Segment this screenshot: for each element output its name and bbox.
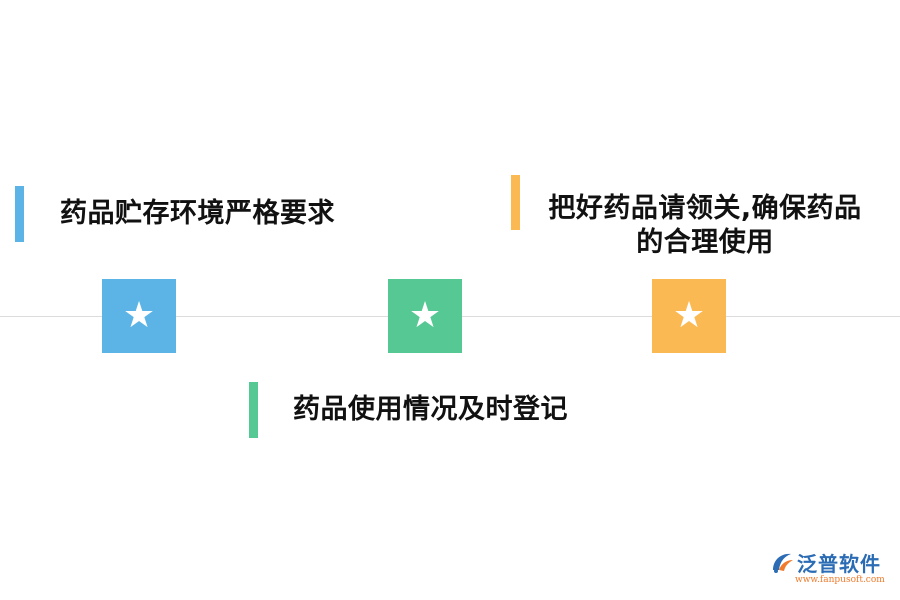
milestone-3-label: 把好药品请领关,确保药品 的合理使用 xyxy=(537,192,873,260)
milestone-1-tile: ★ xyxy=(102,279,176,353)
milestone-2-accent-bar xyxy=(249,382,258,438)
milestone-2-tile: ★ xyxy=(388,279,462,353)
milestone-3-label-line-1: 把好药品请领关,确保药品 xyxy=(548,193,862,224)
star-icon: ★ xyxy=(408,295,442,336)
milestone-2-label: 药品使用情况及时登记 xyxy=(293,394,568,425)
milestone-1-accent-bar xyxy=(15,186,24,242)
fanpusoft-logo: 泛普软件 www.fanpusoft.com xyxy=(765,546,890,590)
logo-mark-icon xyxy=(773,553,793,573)
logo-url-text: www.fanpusoft.com xyxy=(795,575,885,585)
milestone-1-label: 药品贮存环境严格要求 xyxy=(60,198,335,229)
logo-brand-text: 泛普软件 xyxy=(797,552,881,576)
milestone-3-tile: ★ xyxy=(652,279,726,353)
star-icon: ★ xyxy=(672,295,706,336)
milestone-3-label-line-2: 的合理使用 xyxy=(636,227,774,258)
star-icon: ★ xyxy=(122,295,156,336)
milestone-3-accent-bar xyxy=(511,175,520,230)
